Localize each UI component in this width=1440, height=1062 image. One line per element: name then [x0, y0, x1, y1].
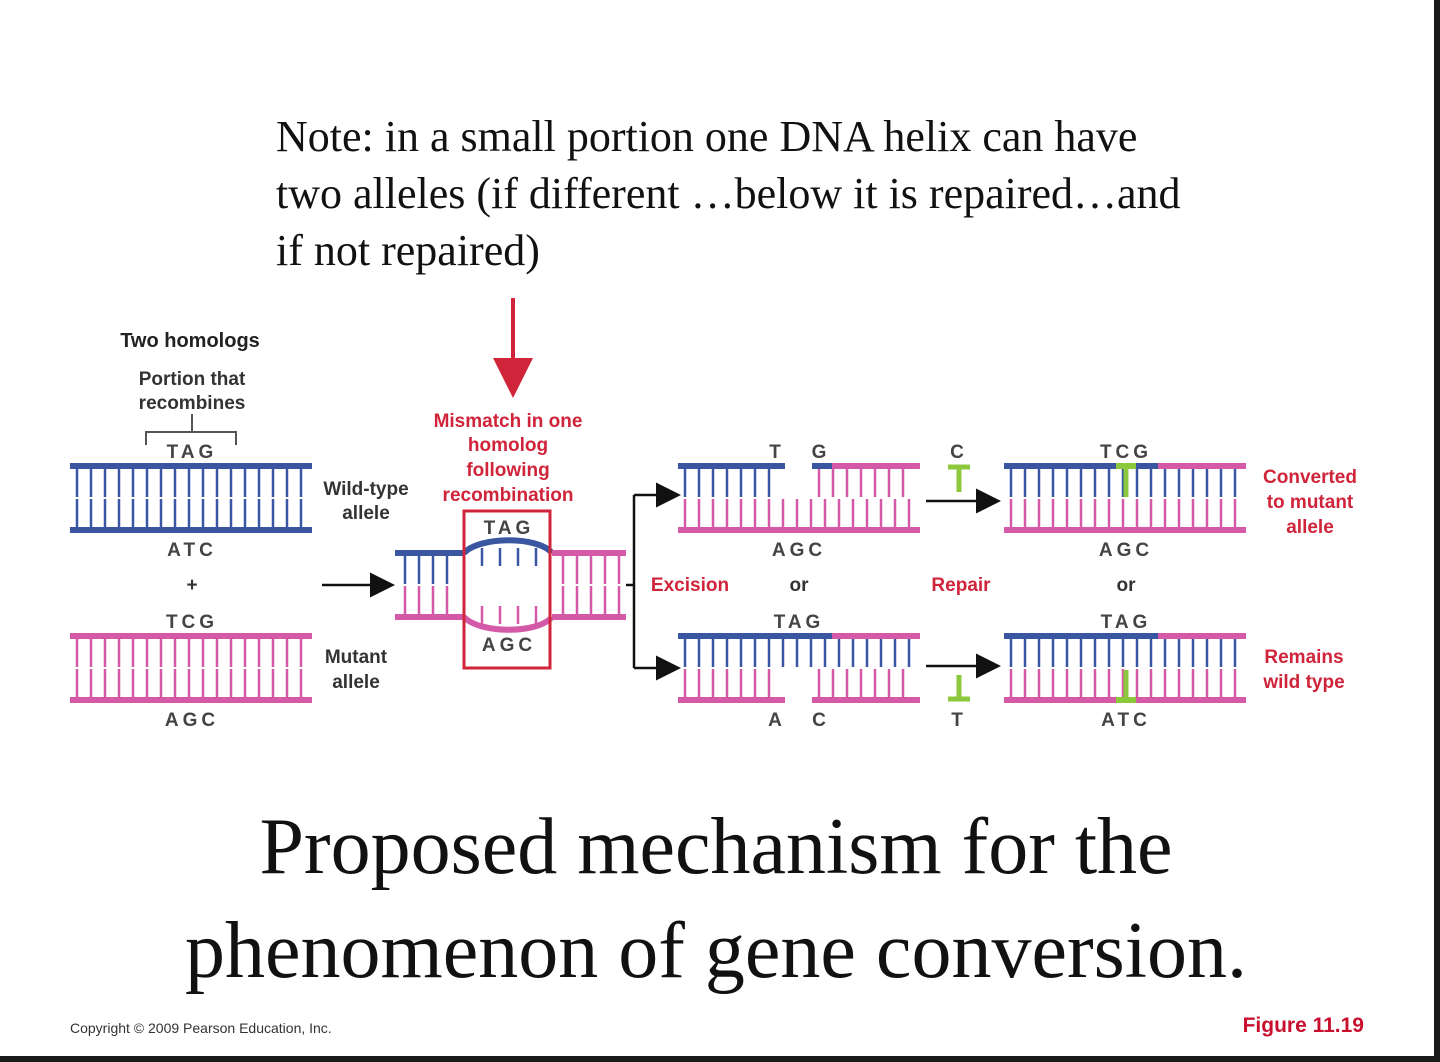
result-duplex-bottom — [1004, 633, 1246, 703]
repair-nucleotide-2 — [948, 675, 970, 702]
mut-bottom-sequence: AGC — [165, 710, 219, 731]
note-text: Note: in a small portion one DNA helix c… — [276, 108, 1356, 279]
or-label-1: or — [790, 575, 810, 596]
plus-sign: + — [186, 575, 197, 596]
exc2-bottom-right-base: C — [812, 710, 830, 731]
mismatch-box — [462, 509, 552, 670]
title-line-2: phenomenon of gene conversion. — [185, 907, 1247, 995]
exc2-top-sequence: TAG — [774, 612, 825, 633]
copyright-text: Copyright © 2009 Pearson Education, Inc. — [70, 1020, 332, 1036]
mut-top-sequence: TCG — [166, 612, 218, 633]
portion-recombines-label-2: recombines — [139, 393, 246, 414]
converted-label-1: Converted — [1263, 467, 1357, 488]
figure-label: Figure 11.19 — [1242, 1014, 1364, 1037]
converted-label-2: to mutant — [1267, 492, 1354, 513]
bubble-top — [461, 537, 555, 556]
exc1-bottom-sequence: AGC — [772, 540, 826, 561]
res2-bottom-sequence: ATC — [1101, 710, 1151, 731]
note-line-3: if not repaired) — [276, 226, 540, 275]
or-label-2: or — [1117, 575, 1137, 596]
remains-label-2: wild type — [1262, 672, 1344, 693]
bubble-bottom — [461, 614, 555, 633]
wild-type-label-1: Wild-type — [323, 479, 408, 500]
het-bottom-sequence: AGC — [482, 635, 536, 656]
exc2-bottom-left-base: A — [768, 710, 786, 731]
mutant-duplex — [70, 633, 312, 703]
branch-line — [626, 495, 636, 668]
repair-base-label-1: C — [950, 442, 968, 463]
wild-type-duplex — [70, 463, 312, 533]
mismatch-label-2: homolog — [468, 435, 548, 456]
wt-top-sequence: TAG — [167, 442, 218, 463]
res2-top-sequence: TAG — [1101, 612, 1152, 633]
converted-label-3: allele — [1286, 517, 1334, 538]
title-line-1: Proposed mechanism for the — [259, 803, 1173, 891]
mutant-label-2: allele — [332, 672, 380, 693]
repair-base-label-2: T — [951, 710, 967, 731]
mismatch-label-1: Mismatch in one — [434, 411, 583, 432]
portion-recombines-label-1: Portion that — [139, 369, 246, 390]
wt-bottom-sequence: ATC — [167, 540, 217, 561]
mutant-label-1: Mutant — [325, 647, 388, 668]
res1-bottom-sequence: AGC — [1099, 540, 1153, 561]
slide-title: Proposed mechanism for the phenomenon of… — [0, 795, 1432, 1003]
repair-label: Repair — [931, 575, 991, 596]
recombine-bracket — [145, 414, 237, 445]
wild-type-label-2: allele — [342, 503, 390, 524]
het-top-sequence: TAG — [484, 518, 535, 539]
repair-nucleotide-1 — [948, 464, 970, 492]
exc1-top-right-base: G — [812, 442, 831, 463]
excision-label: Excision — [651, 575, 729, 596]
remains-label-1: Remains — [1264, 647, 1343, 668]
excision-product-top — [678, 463, 920, 533]
note-line-1: Note: in a small portion one DNA helix c… — [276, 112, 1138, 161]
two-homologs-label: Two homologs — [120, 330, 260, 352]
exc1-top-left-base: T — [769, 442, 785, 463]
heteroduplex — [395, 537, 626, 633]
excision-product-bottom — [678, 633, 920, 703]
mismatch-label-4: recombination — [443, 485, 574, 506]
note-line-2: two alleles (if different …below it is r… — [276, 169, 1181, 218]
res1-top-sequence: TCG — [1100, 442, 1152, 463]
result-duplex-top — [1004, 463, 1246, 533]
mismatch-label-3: following — [466, 460, 549, 481]
